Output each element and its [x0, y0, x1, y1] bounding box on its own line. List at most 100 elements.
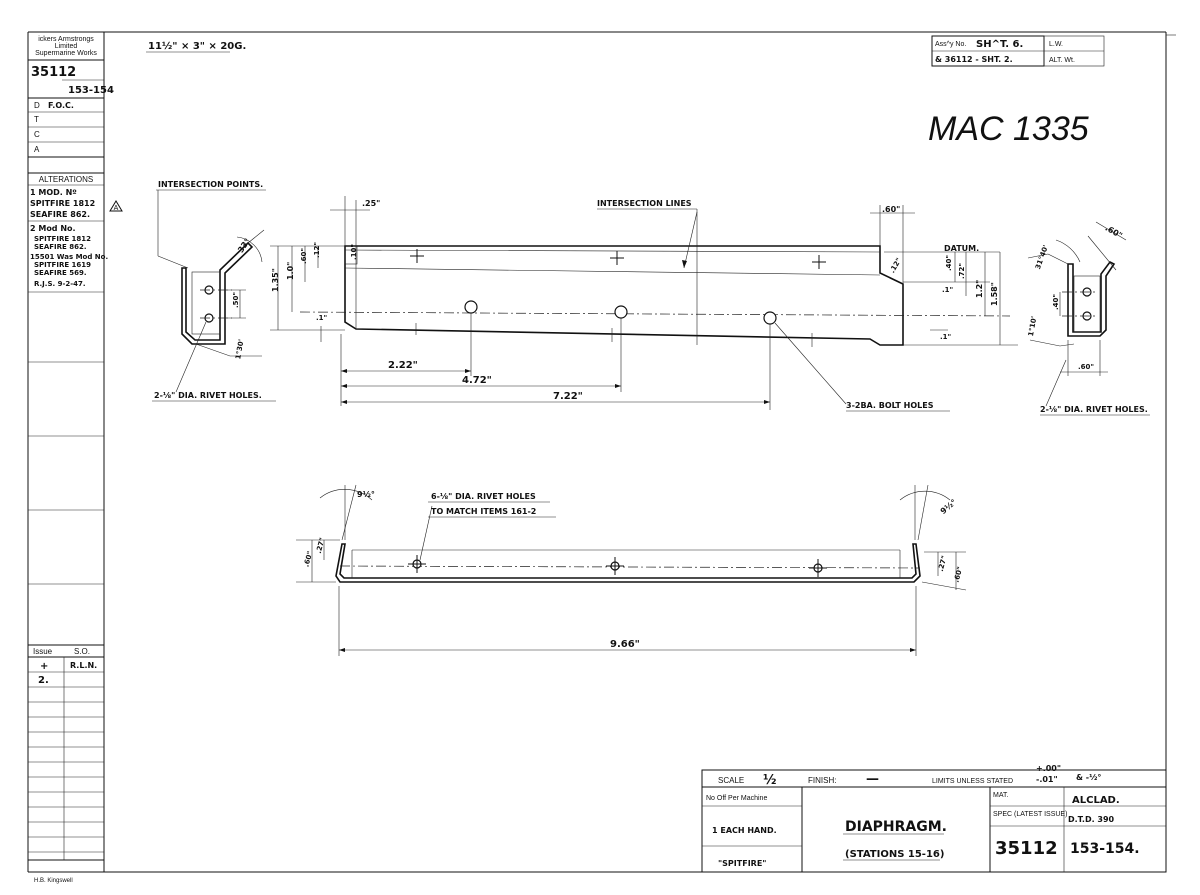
tolerance-plus: +.00" [1036, 764, 1061, 773]
diaphragm-outline-elevation [335, 543, 921, 583]
dim-027-lower-right: .27" [937, 555, 949, 573]
issue-row-1: + [40, 661, 48, 672]
drawing-frame [27, 31, 1176, 873]
material-value: ALCLAD. [1072, 795, 1120, 806]
dim-01-right-bottom: .1" [940, 333, 951, 341]
angle-right-95: 9½° [938, 497, 958, 516]
signoff-code-a: A [34, 145, 40, 154]
spec-label: SPEC (LATEST ISSUE) [993, 811, 1067, 818]
dim-012-left: .12" [313, 242, 321, 258]
right-flange-profile [1067, 260, 1116, 337]
dim-060-right-bottom: .60" [1078, 363, 1094, 371]
dim-040: .40" [945, 255, 953, 271]
alteration-1-line-2: SPITFIRE 1812 [30, 199, 95, 208]
dim-050: .50" [232, 292, 240, 308]
assembly-reference-block: Ass^y No. SH^T. 6. & 36112 - SHT. 2. L.W… [931, 35, 1105, 67]
weight-cell-alt: ALT. Wt. [1049, 57, 1075, 64]
lower-view-elevation: 6-⅛" DIA. RIVET HOLES TO MATCH ITEMS 161… [296, 484, 967, 656]
dim-060-lower-right: .60" [953, 566, 965, 584]
left-sheet-ref: 153-154 [68, 85, 114, 96]
no-off-label: No Off Per Machine [706, 795, 767, 802]
left-end-view: INTERSECTION POINTS. .50" 33° 1°30' 2-⅛"… [152, 180, 276, 402]
dim-060-lower-left: .60" [302, 550, 314, 568]
title-block: SCALE ½ FINISH: — LIMITS UNLESS STATED +… [701, 764, 1167, 873]
part-title: DIAPHRAGM. [845, 819, 947, 835]
datum-label: DATUM. [944, 244, 979, 253]
alteration-2-line-7: R.J.S. 9-2-47. [34, 280, 86, 288]
dim-135: 1.35" [271, 268, 280, 292]
bolt-hole-2 [614, 305, 628, 319]
company-line-3: Supermarine Works [35, 50, 97, 57]
empty-alteration-rows [28, 361, 104, 585]
signoff-value-d: F.O.C. [48, 101, 74, 110]
dim-012-right: .12" [888, 257, 903, 275]
dim-472: 4.72" [462, 375, 492, 386]
left-flange-profile [181, 241, 254, 345]
dim-01-right: .1" [942, 286, 953, 294]
alteration-2-line-6: SEAFIRE 569. [34, 269, 87, 277]
dim-060-right-top: .60" [1104, 223, 1124, 240]
tolerance-angle: & -½° [1076, 772, 1101, 782]
dim-10: 1.0" [286, 262, 295, 280]
rivet-label-line-1: 6-⅛" DIA. RIVET HOLES [431, 492, 536, 501]
upper-view-plan: .10" .25" .60" DATUM. 1.35" 1.0" .60" .1… [270, 196, 1018, 412]
signoff-code-t: T [34, 115, 39, 124]
intersection-points-label: INTERSECTION POINTS. [158, 180, 263, 189]
part-sheet: 153-154. [1070, 841, 1140, 857]
bolt-holes-label: 3-2BA. BOLT HOLES [846, 401, 934, 410]
company-line-2: Limited [55, 43, 78, 50]
revision-marker: A [114, 205, 119, 212]
dim-722: 7.22" [553, 391, 583, 402]
assembly-number-value: SH^T. 6. [976, 39, 1023, 50]
dim-12-right: 1.2" [975, 280, 984, 298]
finish-value: — [866, 772, 879, 787]
signoff-code-d: D [34, 101, 40, 110]
finish-label: FINISH: [808, 776, 836, 785]
signoff-code-c: C [34, 130, 40, 139]
tolerance-minus: -.01" [1036, 775, 1058, 784]
dim-158: 1.58" [990, 282, 999, 306]
assembly-line-2: & 36112 - SHT. 2. [935, 55, 1013, 64]
dim-027-lower-left: .27" [315, 537, 327, 555]
elevation-cross-marks [408, 555, 827, 577]
part-subtitle: (STATIONS 15-16) [845, 849, 944, 860]
intersection-lines-label: INTERSECTION LINES [597, 199, 692, 208]
bolt-hole-3 [763, 311, 777, 325]
dim-060-top: .60" [882, 205, 900, 214]
left-title-column: ickers Armstrongs Limited Supermarine Wo… [28, 36, 114, 861]
so-heading: S.O. [74, 647, 90, 656]
scale-value: ½ [763, 773, 776, 788]
weight-cell-lw: L.W. [1049, 41, 1063, 48]
aircraft-type: "SPITFIRE" [718, 859, 766, 868]
part-number: 35112 [995, 838, 1058, 859]
handwritten-reference: MAC 1335 [928, 110, 1089, 148]
rivet-holes-right-label: 2-⅛" DIA. RIVET HOLES. [1040, 405, 1148, 414]
alteration-1-line-1: 1 MOD. Nº [30, 188, 77, 197]
scale-label: SCALE [718, 776, 744, 785]
cross-marks [410, 249, 826, 269]
alteration-2-line-1: 2 Mod No. [30, 224, 76, 233]
spec-value: D.T.D. 390 [1068, 815, 1115, 824]
dim-040-right: .40" [1052, 294, 1060, 310]
alteration-2-line-2: SPITFIRE 1812 [34, 235, 91, 243]
dim-01-left: .1" [316, 314, 327, 322]
dim-222: 2.22" [388, 360, 418, 371]
issue-heading: Issue [33, 647, 53, 656]
no-off-value: 1 EACH HAND. [712, 826, 777, 835]
issue-row-2: 2. [38, 675, 49, 686]
company-line-1: ickers Armstrongs [38, 36, 94, 43]
alteration-1-line-3: SEAFIRE 862. [30, 210, 90, 219]
alteration-2-line-5: SPITFIRE 1619 [34, 261, 91, 269]
rivet-holes-left-label: 2-⅛" DIA. RIVET HOLES. [154, 391, 262, 400]
rivet-label-line-2: TO MATCH ITEMS 161-2 [431, 507, 536, 516]
dim-060-a: .60" [300, 248, 308, 264]
footer-note: H.B. Kingswell [34, 878, 73, 884]
angle-130: 1°30' [234, 339, 245, 360]
alterations-heading: ALTERATIONS [39, 175, 93, 184]
issue-table-rows [28, 686, 104, 853]
material-label: MAT. [993, 792, 1008, 799]
assembly-number-label: Ass^y No. [935, 41, 966, 48]
alteration-2-line-4: 15501 Was Mod No. [30, 253, 108, 261]
